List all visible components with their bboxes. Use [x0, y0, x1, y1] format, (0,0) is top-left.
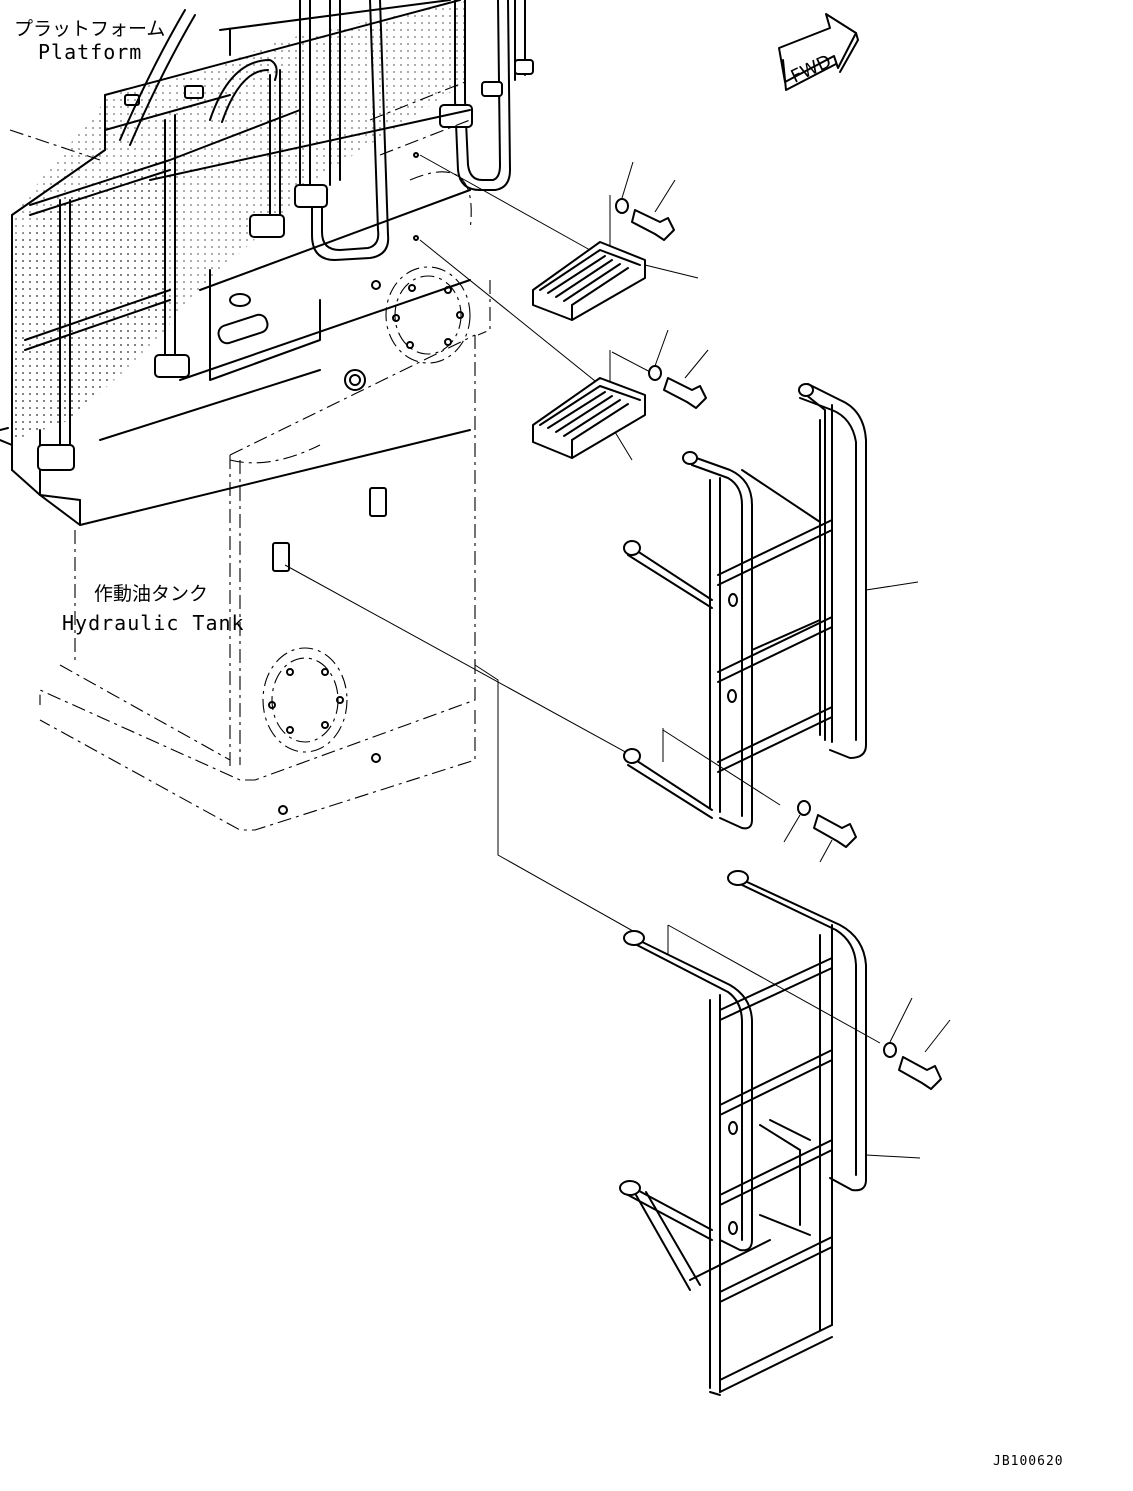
ladder2-washer-bolt [883, 997, 951, 1090]
ladder1-washer-bolt [783, 800, 857, 863]
lower-ladder [619, 870, 921, 1396]
hydraulic-tank-label: Hydraulic Tank [62, 611, 245, 635]
platform-label: Platform [38, 40, 143, 64]
lower-step-plate [532, 377, 646, 461]
hydraulic-tank-label-jp: 作動油タンク [94, 583, 209, 605]
fwd-arrow: FWD [778, 13, 859, 91]
lower-washer-bolt [648, 329, 709, 409]
upper-step-plate [532, 241, 699, 321]
upper-ladder [623, 383, 919, 830]
platform-label-jp: プラットフォーム [14, 18, 166, 40]
upper-washer-bolt [615, 161, 676, 241]
drawing-code: JB100620 [993, 1454, 1064, 1469]
hydraulic-tank [9, 79, 491, 831]
platform-assembly [0, 0, 534, 526]
